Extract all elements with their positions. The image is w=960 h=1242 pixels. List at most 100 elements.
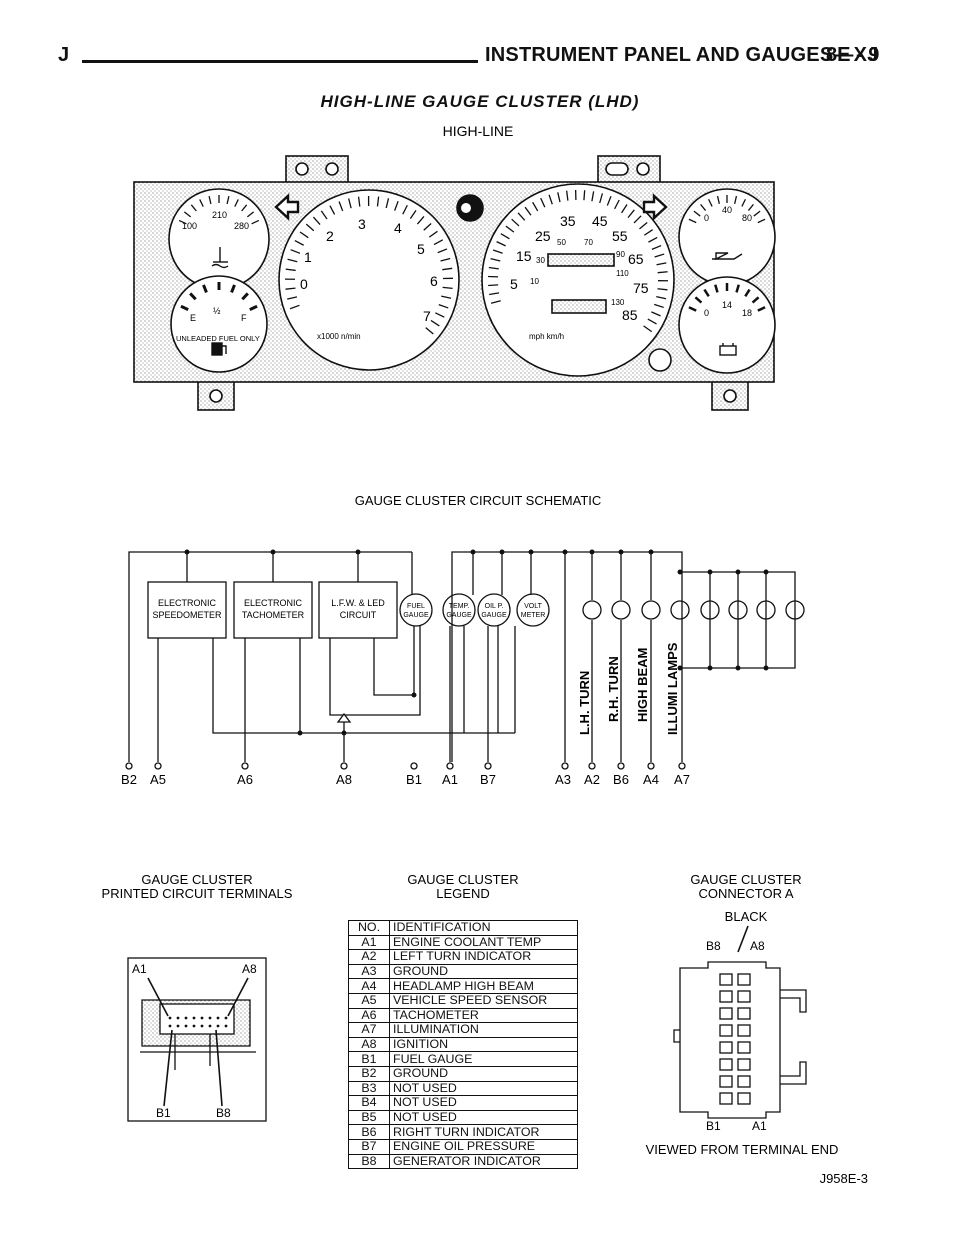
oil-mark-high: 80 bbox=[742, 213, 752, 223]
gauge-labels: FUEL GAUGE TEMP. GAUGE OIL P. GAUGE VOLT… bbox=[403, 603, 545, 619]
legend-terminal-no: A6 bbox=[348, 1007, 390, 1024]
legend-identification: TACHOMETER bbox=[389, 1007, 578, 1024]
mph-number: 55 bbox=[612, 228, 628, 244]
pcb-title-line: PRINTED CIRCUIT TERMINALS bbox=[102, 886, 293, 901]
tach-number: 7 bbox=[423, 308, 431, 324]
gauge-tick bbox=[647, 318, 657, 325]
figure-code: J958E-3 bbox=[820, 1171, 868, 1186]
oil-mark-low: 0 bbox=[704, 213, 709, 223]
gauge-tick bbox=[591, 191, 595, 202]
gauge-markings: 100 210 280 E ½ F UNLEADED FUEL ONLY x10… bbox=[176, 205, 752, 343]
tach-number: 3 bbox=[358, 216, 366, 232]
gauge-tick bbox=[423, 223, 432, 231]
terminal-label: A2 bbox=[584, 772, 600, 787]
legend-identification: RIGHT TURN INDICATOR bbox=[389, 1124, 578, 1140]
schematic bbox=[125, 549, 805, 770]
legend-title-line: GAUGE CLUSTER bbox=[407, 872, 518, 887]
gauge-tick bbox=[643, 229, 653, 236]
gauge-tick bbox=[287, 296, 298, 300]
mph-number: 45 bbox=[592, 213, 608, 229]
gauge-tick bbox=[606, 196, 612, 206]
legend-terminal-no: A5 bbox=[348, 992, 390, 1009]
connector-color-label: BLACK bbox=[725, 909, 768, 924]
module-label: TACHOMETER bbox=[242, 610, 305, 620]
gauge-tick bbox=[714, 284, 719, 293]
mph-number: 5 bbox=[510, 276, 518, 292]
connector-title-line: CONNECTOR A bbox=[698, 886, 793, 901]
gauge-tick bbox=[694, 296, 703, 304]
gauge-tick bbox=[385, 198, 390, 209]
temp-mark-mid: 210 bbox=[212, 210, 227, 220]
gauge-tick bbox=[402, 204, 408, 215]
gauge-tick bbox=[241, 204, 248, 212]
gauge-tick bbox=[703, 288, 710, 297]
lamp-icon bbox=[641, 600, 661, 620]
legend-title-line: LEGEND bbox=[436, 886, 489, 901]
kmh-number: 70 bbox=[584, 238, 593, 247]
gauge-tick bbox=[657, 271, 668, 274]
connector-pin bbox=[719, 1058, 733, 1071]
trip-reset-knob bbox=[648, 348, 672, 372]
gauge-tick bbox=[583, 190, 586, 201]
left-turn-arrow-icon bbox=[274, 193, 300, 221]
terminal-label: A1 bbox=[442, 772, 458, 787]
fuel-mark-half: ½ bbox=[213, 306, 221, 316]
gauge-tick bbox=[627, 209, 635, 219]
voltmeter-symbol bbox=[516, 593, 550, 627]
legend-identification: IGNITION bbox=[389, 1036, 578, 1053]
gauge-tick bbox=[639, 221, 648, 230]
gauge-tick bbox=[741, 198, 746, 207]
lamp-label: R.H. TURN bbox=[606, 656, 621, 722]
header-page-number: 8E - 9 bbox=[826, 44, 880, 66]
mph-number: 75 bbox=[633, 280, 649, 296]
connector-pin bbox=[719, 1007, 733, 1020]
connector-pin bbox=[737, 990, 751, 1003]
gauge-tick bbox=[747, 203, 754, 211]
oil-mark-mid: 40 bbox=[722, 205, 732, 215]
kmh-number: 110 bbox=[616, 269, 629, 278]
pcb-title-line: GAUGE CLUSTER bbox=[141, 872, 252, 887]
kmh-number: 130 bbox=[611, 298, 625, 307]
gauge-tick bbox=[744, 288, 751, 297]
gauge-ticks bbox=[178, 190, 766, 335]
gauge-tick bbox=[490, 257, 501, 262]
connector-pin bbox=[737, 973, 751, 986]
temp-mark-low: 100 bbox=[182, 221, 197, 231]
gauge-tick bbox=[688, 218, 697, 224]
tach-number: 2 bbox=[326, 228, 334, 244]
speedometer-face bbox=[481, 183, 675, 377]
gauge-tick bbox=[357, 196, 361, 207]
gauge-tick bbox=[348, 198, 352, 209]
gauge-tick bbox=[312, 216, 321, 225]
tach-number: 5 bbox=[417, 241, 425, 257]
connector-pin bbox=[737, 1041, 751, 1054]
terminal-label: A5 bbox=[150, 772, 166, 787]
gauge-cluster bbox=[133, 155, 776, 411]
gauge-tick bbox=[656, 262, 667, 266]
oil-gauge-face bbox=[678, 188, 776, 286]
gauge-tick bbox=[651, 311, 661, 317]
legend-terminal-no: B8 bbox=[348, 1153, 390, 1170]
legend-terminal-no: A7 bbox=[348, 1022, 390, 1038]
pcb-labels: A1 A8 B1 B8 bbox=[132, 962, 257, 1120]
legend-identification: NOT USED bbox=[389, 1109, 578, 1126]
temp-mark-high: 280 bbox=[234, 221, 249, 231]
gauge-tick bbox=[651, 244, 662, 250]
gauge-tick bbox=[490, 300, 501, 304]
speedometer-unit: mph km/h bbox=[529, 332, 564, 341]
tach-number: 4 bbox=[394, 220, 402, 236]
lamp-icon bbox=[785, 600, 805, 620]
gauge-tick bbox=[557, 192, 561, 203]
legend-identification: NOT USED bbox=[389, 1080, 578, 1097]
gauge-tick bbox=[735, 284, 740, 293]
volt-mark-mid: 14 bbox=[722, 300, 732, 310]
gauge-tick bbox=[180, 304, 189, 311]
legend-identification: ILLUMINATION bbox=[389, 1022, 578, 1038]
